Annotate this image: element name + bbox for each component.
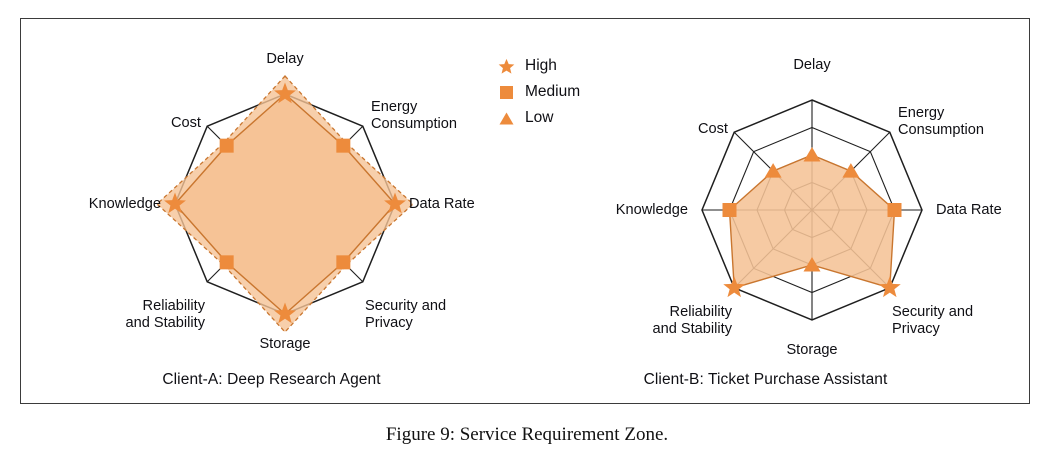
axis-label-knowledge: Knowledge [615,202,688,218]
chart-b-caption: Client-B: Ticket Purchase Assistant [643,371,888,388]
square-icon [493,81,519,103]
legend-label-low: Low [525,109,554,126]
axis-label-security-and-privacy: Security and Privacy [892,304,974,337]
axis-label-storage: Storage [259,336,311,352]
axis-label-storage: Storage [786,342,838,358]
axis-label-energy-consumption: Energy Consumption [898,105,984,138]
axis-label-reliability-and-stability: Reliability and Stability [652,304,732,337]
legend-label-high: High [525,57,557,74]
chart-a-caption: Client-A: Deep Research Agent [162,371,381,388]
legend-item-low: Low [493,105,643,131]
star-icon [493,55,519,77]
axis-label-security-and-privacy: Security and Privacy [365,298,447,331]
axis-label-delay: Delay [793,57,831,73]
triangle-icon [493,107,519,129]
axis-label-delay: Delay [266,51,304,67]
radar-chart-client-b: Client-B: Ticket Purchase Assistant Dela… [513,19,1018,405]
axis-label-data-rate: Data Rate [936,202,1002,218]
legend: High Medium Low [493,53,643,131]
axis-label-energy-consumption: Energy Consumption [371,99,457,132]
legend-label-medium: Medium [525,83,581,100]
axis-label-reliability-and-stability: Reliability and Stability [125,298,205,331]
axis-label-cost: Cost [697,121,728,137]
figure-caption: Figure 9: Service Requirement Zone. [385,424,669,445]
radar-svg-a [156,75,414,333]
axis-label-data-rate: Data Rate [409,196,475,212]
legend-item-medium: Medium [493,79,643,105]
legend-item-high: High [493,53,643,79]
axis-label-cost: Cost [170,115,201,131]
radar-svg-b [701,99,923,321]
axis-label-knowledge: Knowledge [88,196,161,212]
